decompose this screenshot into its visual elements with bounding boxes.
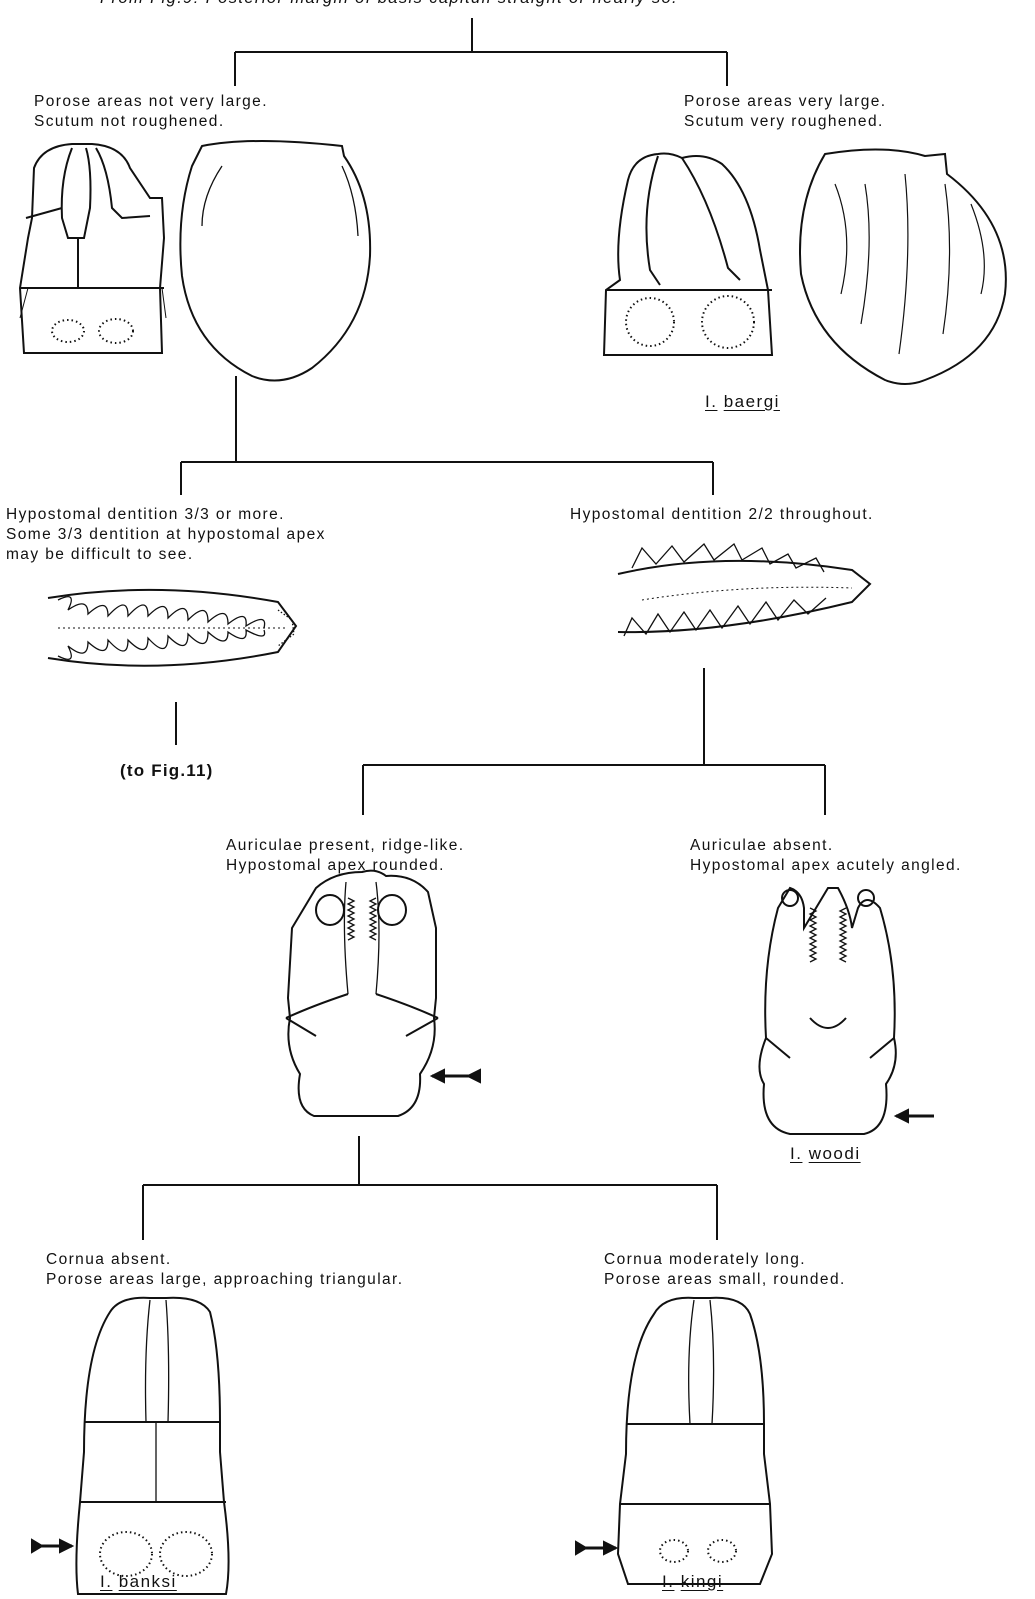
- couplet-4-left-text: Cornua absent. Porose areas large, appro…: [46, 1250, 403, 1290]
- couplet-3-left-text: Auriculae present, ridge-like. Hypostoma…: [226, 836, 464, 876]
- hypostome-drawing: [48, 590, 296, 666]
- couplet-2-left-line-2: Some 3/3 dentition at hypostomal apex: [6, 525, 326, 545]
- scutum-drawing: [180, 141, 370, 381]
- species-banksi-genus: I.: [100, 1572, 112, 1591]
- couplet-2-left-line-3: may be difficult to see.: [6, 545, 326, 565]
- couplet-4-right-line-1: Cornua moderately long.: [604, 1250, 846, 1270]
- couplet-2-left-line-1: Hypostomal dentition 3/3 or more.: [6, 505, 326, 525]
- couplet-4-left-line-1: Cornua absent.: [46, 1250, 403, 1270]
- arrow-marker: [576, 1542, 616, 1554]
- couplet-4-left-line-2: Porose areas large, approaching triangul…: [46, 1270, 403, 1290]
- couplet-1-left-line-2: Scutum not roughened.: [34, 112, 268, 132]
- couplet-3-right-line-2: Hypostomal apex acutely angled.: [690, 856, 962, 876]
- species-kingi-genus: I.: [662, 1572, 674, 1591]
- scutum-drawing: [800, 149, 1006, 384]
- species-baergi-genus: I.: [705, 392, 717, 411]
- couplet-2-right-line-1: Hypostomal dentition 2/2 throughout.: [570, 505, 874, 525]
- hypostome-drawing: [618, 544, 870, 636]
- species-kingi: I. kingi: [662, 1572, 723, 1592]
- couplet-1-right-text: Porose areas very large. Scutum very rou…: [684, 92, 886, 132]
- figure-reference: (to Fig.11): [120, 761, 213, 781]
- capitulum-drawing: [76, 1298, 228, 1594]
- couplet-3-right-text: Auriculae absent. Hypostomal apex acutel…: [690, 836, 962, 876]
- arrow-marker: [432, 1070, 480, 1082]
- couplet-1-right-line-1: Porose areas very large.: [684, 92, 886, 112]
- couplet-1-left-text: Porose areas not very large. Scutum not …: [34, 92, 268, 132]
- species-baergi-name: baergi: [724, 392, 780, 411]
- species-woodi: I. woodi: [790, 1144, 861, 1164]
- capitulum-drawing: [618, 1298, 772, 1584]
- species-woodi-genus: I.: [790, 1144, 802, 1163]
- couplet-4-right-text: Cornua moderately long. Porose areas sma…: [604, 1250, 846, 1290]
- arrow-marker: [32, 1540, 72, 1552]
- species-kingi-name: kingi: [681, 1572, 723, 1591]
- species-banksi: I. banksi: [100, 1572, 177, 1592]
- couplet-1-right-line-2: Scutum very roughened.: [684, 112, 886, 132]
- species-baergi: I. baergi: [705, 392, 780, 412]
- species-woodi-name: woodi: [809, 1144, 861, 1163]
- capitulum-drawing: [604, 154, 772, 356]
- couplet-4-right-line-2: Porose areas small, rounded.: [604, 1270, 846, 1290]
- species-banksi-name: banksi: [119, 1572, 177, 1591]
- arrow-marker: [896, 1110, 934, 1122]
- couplet-2-right-text: Hypostomal dentition 2/2 throughout.: [570, 505, 874, 525]
- couplet-3-right-line-1: Auriculae absent.: [690, 836, 962, 856]
- couplet-3-left-line-2: Hypostomal apex rounded.: [226, 856, 464, 876]
- capitulum-drawing: [20, 144, 166, 353]
- couplet-1-left-line-1: Porose areas not very large.: [34, 92, 268, 112]
- capitulum-drawing: [759, 888, 895, 1134]
- capitulum-drawing: [286, 871, 438, 1116]
- couplet-3-left-line-1: Auriculae present, ridge-like.: [226, 836, 464, 856]
- couplet-2-left-text: Hypostomal dentition 3/3 or more. Some 3…: [6, 505, 326, 565]
- header-text: From Fig.9: Posterior margin of basis ca…: [100, 0, 678, 8]
